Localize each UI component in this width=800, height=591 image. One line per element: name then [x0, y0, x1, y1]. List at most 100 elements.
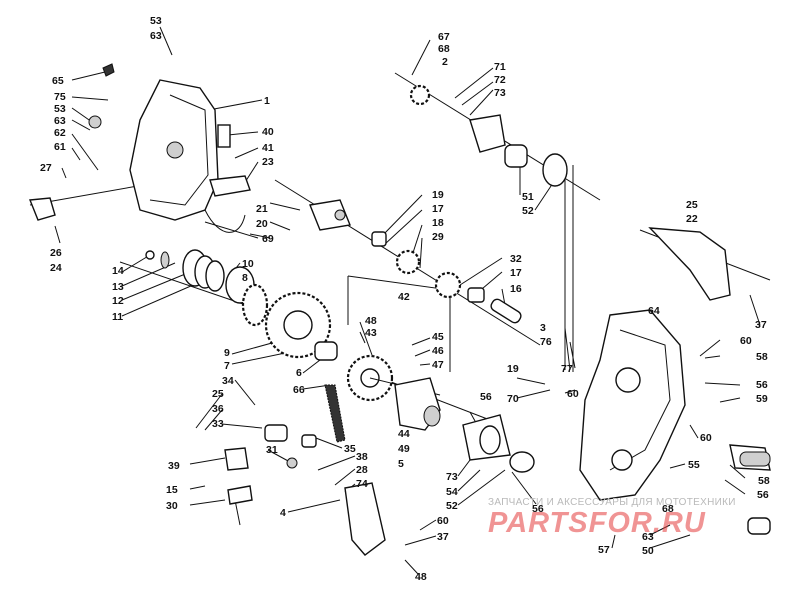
- part-label: 56: [532, 503, 544, 515]
- part-label: 63: [150, 30, 162, 42]
- part-label: 76: [540, 336, 552, 348]
- part-label: 77: [561, 363, 573, 375]
- part-label: 19: [507, 363, 519, 375]
- part-label: 46: [432, 345, 444, 357]
- part-label: 60: [567, 388, 579, 400]
- part-label: 5: [398, 458, 404, 470]
- part-label: 26: [50, 247, 62, 259]
- watermark-subtitle: ЗАПЧАСТИ И АКСЕССУАРЫ ДЛЯ МОТОТЕХНИКИ: [488, 497, 736, 508]
- part-label: 49: [398, 443, 410, 455]
- part-label: 15: [166, 484, 178, 496]
- part-label: 2: [442, 56, 448, 68]
- part-label: 50: [642, 545, 654, 557]
- part-label: 51: [522, 191, 534, 203]
- part-label: 19: [432, 189, 444, 201]
- part-label: 31: [266, 444, 278, 456]
- part-label: 60: [700, 432, 712, 444]
- part-label: 43: [365, 327, 377, 339]
- part-label: 24: [50, 262, 62, 274]
- part-label: 11: [112, 311, 123, 323]
- part-label: 6: [296, 367, 302, 379]
- part-label: 18: [432, 217, 444, 229]
- part-label: 58: [756, 351, 768, 363]
- part-label: 53: [150, 15, 162, 27]
- part-label: 57: [598, 544, 610, 556]
- part-label: 67: [438, 31, 450, 43]
- part-label: 39: [168, 460, 180, 472]
- part-label: 42: [398, 291, 410, 303]
- part-label: 37: [755, 319, 767, 331]
- part-label: 60: [740, 335, 752, 347]
- part-label: 27: [40, 162, 52, 174]
- part-number-labels: 53 63 65 75 53 63 62 61 27 1 40 41 23 21…: [40, 15, 770, 583]
- part-label: 73: [446, 471, 458, 483]
- part-label: 10: [242, 258, 254, 270]
- part-label: 4: [280, 507, 286, 519]
- part-label: 63: [54, 115, 66, 127]
- part-label: 53: [54, 103, 66, 115]
- part-label: 60: [437, 515, 449, 527]
- part-label: 48: [365, 315, 377, 327]
- part-label: 58: [758, 475, 770, 487]
- part-label: 48: [415, 571, 427, 583]
- part-label: 33: [212, 418, 224, 430]
- part-label: 30: [166, 500, 178, 512]
- part-label: 9: [224, 347, 230, 359]
- part-label: 1: [264, 95, 270, 107]
- part-label: 45: [432, 331, 444, 343]
- part-label: 22: [686, 213, 698, 225]
- part-label: 62: [54, 127, 66, 139]
- part-label: 23: [262, 156, 274, 168]
- part-label: 13: [112, 281, 124, 293]
- part-label: 69: [262, 233, 274, 245]
- part-label: 34: [222, 375, 234, 387]
- part-drawings: [29, 63, 771, 556]
- part-label: 52: [522, 205, 534, 217]
- part-label: 66: [293, 384, 305, 396]
- part-label: 8: [242, 272, 248, 284]
- part-label: 37: [437, 531, 449, 543]
- part-label: 55: [688, 459, 700, 471]
- part-label: 40: [262, 126, 274, 138]
- part-label: 61: [54, 141, 66, 153]
- part-label: 36: [212, 403, 224, 415]
- part-label: 68: [438, 43, 450, 55]
- part-label: 56: [480, 391, 492, 403]
- part-label: 17: [510, 267, 522, 279]
- part-label: 29: [432, 231, 444, 243]
- part-label: 17: [432, 203, 444, 215]
- part-label: 72: [494, 74, 506, 86]
- part-label: 20: [256, 218, 268, 230]
- part-label: 75: [54, 91, 66, 103]
- part-label: 28: [356, 464, 368, 476]
- part-label: 32: [510, 253, 522, 265]
- part-label: 38: [356, 451, 368, 463]
- part-label: 74: [356, 478, 368, 490]
- part-label: 56: [756, 379, 768, 391]
- watermark-logo: PARTSFOR.RU: [488, 507, 706, 539]
- part-label: 14: [112, 265, 124, 277]
- part-label: 68: [662, 503, 674, 515]
- part-label: 52: [446, 500, 458, 512]
- part-label: 59: [756, 393, 768, 405]
- part-label: 56: [757, 489, 769, 501]
- part-label: 63: [642, 531, 654, 543]
- part-label: 16: [510, 283, 522, 295]
- part-label: 41: [262, 142, 274, 154]
- part-label: 73: [494, 87, 506, 99]
- part-label: 65: [52, 75, 64, 87]
- part-label: 21: [256, 203, 268, 215]
- part-label: 54: [446, 486, 458, 498]
- part-label: 71: [494, 61, 506, 73]
- part-label: 25: [686, 199, 698, 211]
- part-label: 3: [540, 322, 546, 334]
- part-label: 70: [507, 393, 519, 405]
- part-label: 64: [648, 305, 660, 317]
- part-label: 47: [432, 359, 444, 371]
- part-label: 7: [224, 360, 230, 372]
- part-label: 35: [344, 443, 356, 455]
- part-label: 44: [398, 428, 410, 440]
- part-label: 25: [212, 388, 224, 400]
- part-label: 12: [112, 295, 124, 307]
